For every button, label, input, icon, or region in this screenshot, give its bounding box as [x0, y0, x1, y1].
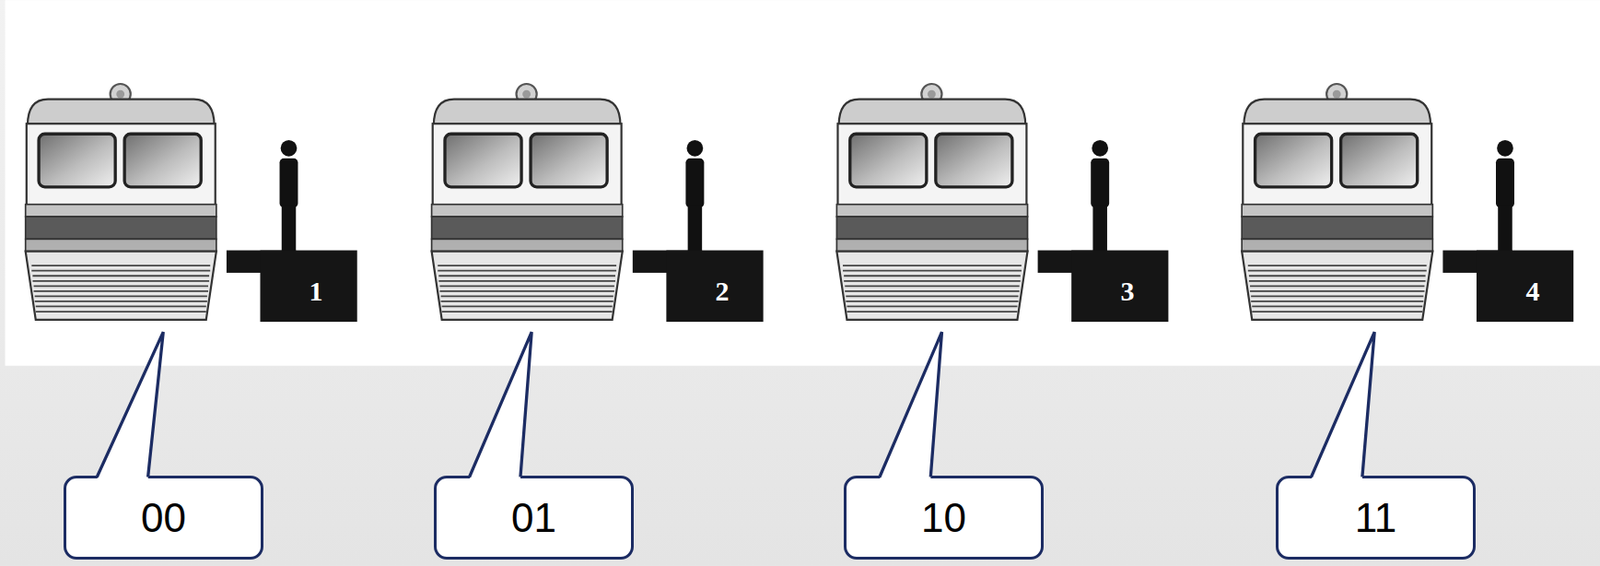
platform-number: 1 [309, 275, 324, 307]
picture-area [5, 0, 1600, 366]
callout-tail-fill [1310, 331, 1375, 479]
callout-box: 01 [433, 475, 634, 560]
platform-number: 4 [1526, 275, 1541, 307]
callout-box: 10 [843, 475, 1044, 560]
train-group [25, 83, 358, 322]
callout-tail [469, 331, 533, 477]
platform-number: 3 [1121, 275, 1135, 307]
callout-tail-fill [96, 331, 164, 479]
train-group [1241, 83, 1574, 322]
callout-tail [879, 331, 943, 477]
train-group [836, 83, 1168, 322]
train-group [432, 83, 764, 322]
callout-code: 11 [1354, 494, 1398, 541]
callout-code: 01 [511, 494, 557, 541]
callout-code: 00 [140, 494, 187, 541]
callout-box: 00 [63, 475, 264, 560]
callout-tail-fill [879, 331, 943, 479]
callout-tail [96, 331, 164, 477]
callout-code: 10 [921, 494, 967, 541]
platform-number: 2 [715, 275, 730, 307]
callout-box: 11 [1275, 475, 1476, 560]
callout-tail-fill [469, 331, 533, 479]
callout-tail [1310, 331, 1375, 477]
